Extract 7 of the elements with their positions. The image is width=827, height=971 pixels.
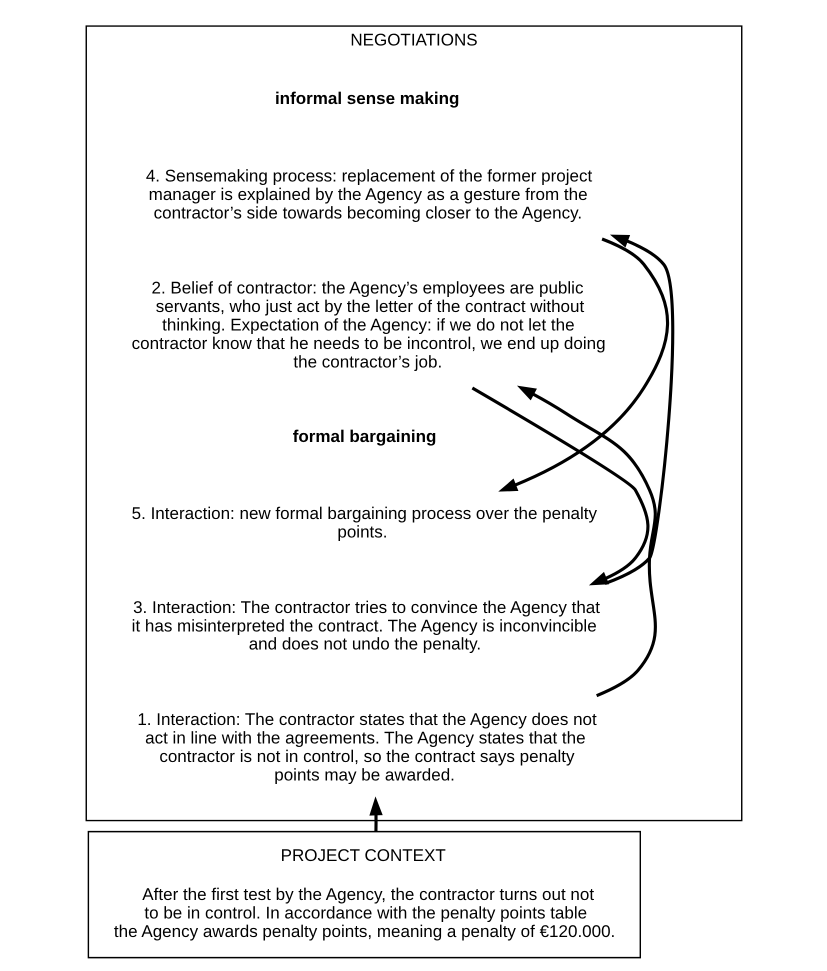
node-text: formal bargaining xyxy=(292,426,436,446)
node-text: informal sense making xyxy=(274,88,459,108)
node-text: 5. Interaction: new formal bargaining process over the penalty points. xyxy=(131,504,597,542)
node-text: 4. Sensemaking process: replacement of the former project manager is explained by the Agency as a gesture from the contractor’s side towards becoming closer to the Agency. xyxy=(145,166,592,222)
node-text: 1. Interaction: The contractor states that the Agency does not act in line with the agreements. The Agency states that the contractor is not in control, so the contract says penalty points may be awarded. xyxy=(136,709,596,784)
node-text: 2. Belief of contractor: the Agency’s employees are public servants, who just act by the letter of the contract without thinking. Expectation of the Agency: if we do not let the contractor know that he needs to be incontrol, we end up doing the contractor’s job. xyxy=(131,278,606,371)
node-text: 3. Interaction: The contractor tries to convince the Agency that it has misinterpreted the contract. The Agency is inconvincible and does not undo the penalty. xyxy=(131,597,600,654)
